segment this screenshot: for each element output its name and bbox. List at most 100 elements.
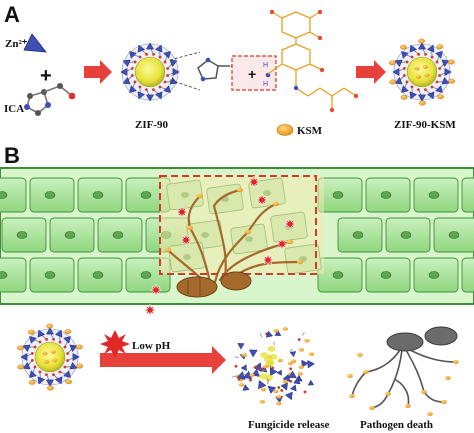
linker-fragment	[301, 332, 305, 336]
zn-node	[129, 85, 137, 93]
zn-node	[54, 329, 63, 338]
ros-burst-icon	[179, 233, 193, 247]
ksm-molecule	[416, 75, 422, 79]
ksm-molecule	[419, 100, 426, 106]
oxygen-atom	[45, 373, 48, 377]
cell-nucleus	[64, 231, 76, 239]
zif90-ksm-particle-icon	[388, 38, 456, 106]
cell-nucleus	[112, 231, 124, 239]
oxygen-atom	[405, 80, 409, 84]
cell-nucleus	[380, 191, 392, 199]
released-ksm	[241, 353, 247, 357]
zn-node	[45, 327, 55, 335]
zn-node	[401, 51, 409, 59]
released-ksm	[259, 399, 265, 404]
cell-nucleus	[380, 271, 392, 279]
cell-nucleus	[0, 271, 8, 279]
oxygen-atom	[410, 85, 414, 89]
zn-node	[22, 344, 31, 353]
zn-ion-fragment	[267, 385, 277, 394]
zn-ion-fragment	[240, 364, 247, 372]
core-fragment	[260, 352, 269, 359]
ksm-legend-icon	[276, 124, 294, 136]
released-ksm	[282, 327, 288, 331]
released-ksm	[282, 379, 288, 384]
oxygen-atom	[280, 389, 284, 392]
ksm-molecule	[64, 329, 72, 335]
oxygen-atom	[45, 337, 48, 341]
zn-node	[69, 361, 78, 370]
released-ksm	[277, 358, 283, 363]
zn-node	[444, 67, 452, 77]
fungicide-release-cloud	[232, 327, 315, 406]
ksm-molecule	[414, 66, 420, 71]
withered-hypha	[395, 379, 410, 407]
zn-node	[394, 59, 403, 68]
zn-ion-fragment	[265, 330, 274, 338]
ksm-particle	[349, 394, 355, 398]
oxygen-atom	[58, 370, 62, 374]
linker-fragment	[289, 348, 293, 353]
ksm-label: KSM	[297, 125, 323, 137]
ksm-molecule	[448, 78, 456, 84]
ksm-molecule	[422, 65, 428, 69]
oxygen-atom	[249, 378, 252, 382]
ksm-particle	[421, 390, 427, 394]
zn-ion-icon	[23, 33, 47, 53]
oxygen-atom	[438, 67, 442, 70]
released-ksm	[298, 365, 304, 369]
ksm-particle	[405, 404, 411, 408]
ksm-molecule	[17, 364, 25, 370]
zn-node	[22, 361, 31, 370]
dead-spore-body	[424, 326, 458, 346]
linker-fragment	[234, 356, 239, 358]
oxygen-atom	[138, 85, 142, 89]
cell-nucleus	[352, 231, 364, 239]
ksm-particle	[453, 360, 459, 364]
ksm-molecule	[388, 60, 396, 66]
fungicide-release-label: Fungicide release	[248, 419, 329, 431]
ros-burst-icon	[143, 303, 157, 317]
released-ksm	[249, 373, 255, 377]
ros-burst-icon	[247, 175, 261, 189]
cell-nucleus	[140, 271, 152, 279]
zn-node	[172, 67, 180, 77]
ksm-molecule	[47, 385, 54, 391]
ros-burst-icon	[255, 193, 269, 207]
oxygen-atom	[417, 52, 420, 56]
ros-burst-icon	[283, 217, 297, 231]
zn-node	[154, 44, 163, 53]
zn-node	[417, 94, 427, 102]
zn-ion-fragment	[257, 380, 267, 390]
zn-node	[63, 370, 71, 378]
ksm-molecule	[42, 351, 48, 356]
zn-node	[120, 67, 128, 77]
oxygen-atom	[33, 365, 37, 369]
cell-nucleus	[400, 231, 412, 239]
oxygen-atom	[289, 367, 293, 371]
ksm-particle	[186, 225, 194, 231]
oxygen-atom	[402, 74, 406, 77]
ksm-molecule	[16, 345, 24, 351]
ksm-particle	[363, 370, 369, 374]
infection-zone-fill	[160, 176, 324, 274]
zn-node	[37, 329, 46, 338]
released-ksm	[273, 389, 279, 394]
pathogen-death-label: Pathogen death	[360, 419, 433, 431]
ksm-particle	[385, 392, 391, 396]
core-fragment	[267, 345, 276, 352]
plant-cell	[0, 257, 27, 293]
oxygen-atom	[234, 364, 238, 368]
zn-ion-fragment	[289, 351, 297, 358]
ksm-particle	[445, 376, 451, 380]
zn-node	[20, 352, 28, 362]
cell-nucleus	[92, 271, 104, 279]
oxygen-atom	[417, 88, 420, 92]
oxygen-atom	[130, 67, 134, 70]
ksm-molecule	[52, 358, 58, 363]
oxygen-atom	[152, 88, 155, 92]
hypha-branch	[213, 230, 250, 284]
ksm-molecule	[389, 79, 397, 85]
linker-fragment	[259, 333, 263, 338]
